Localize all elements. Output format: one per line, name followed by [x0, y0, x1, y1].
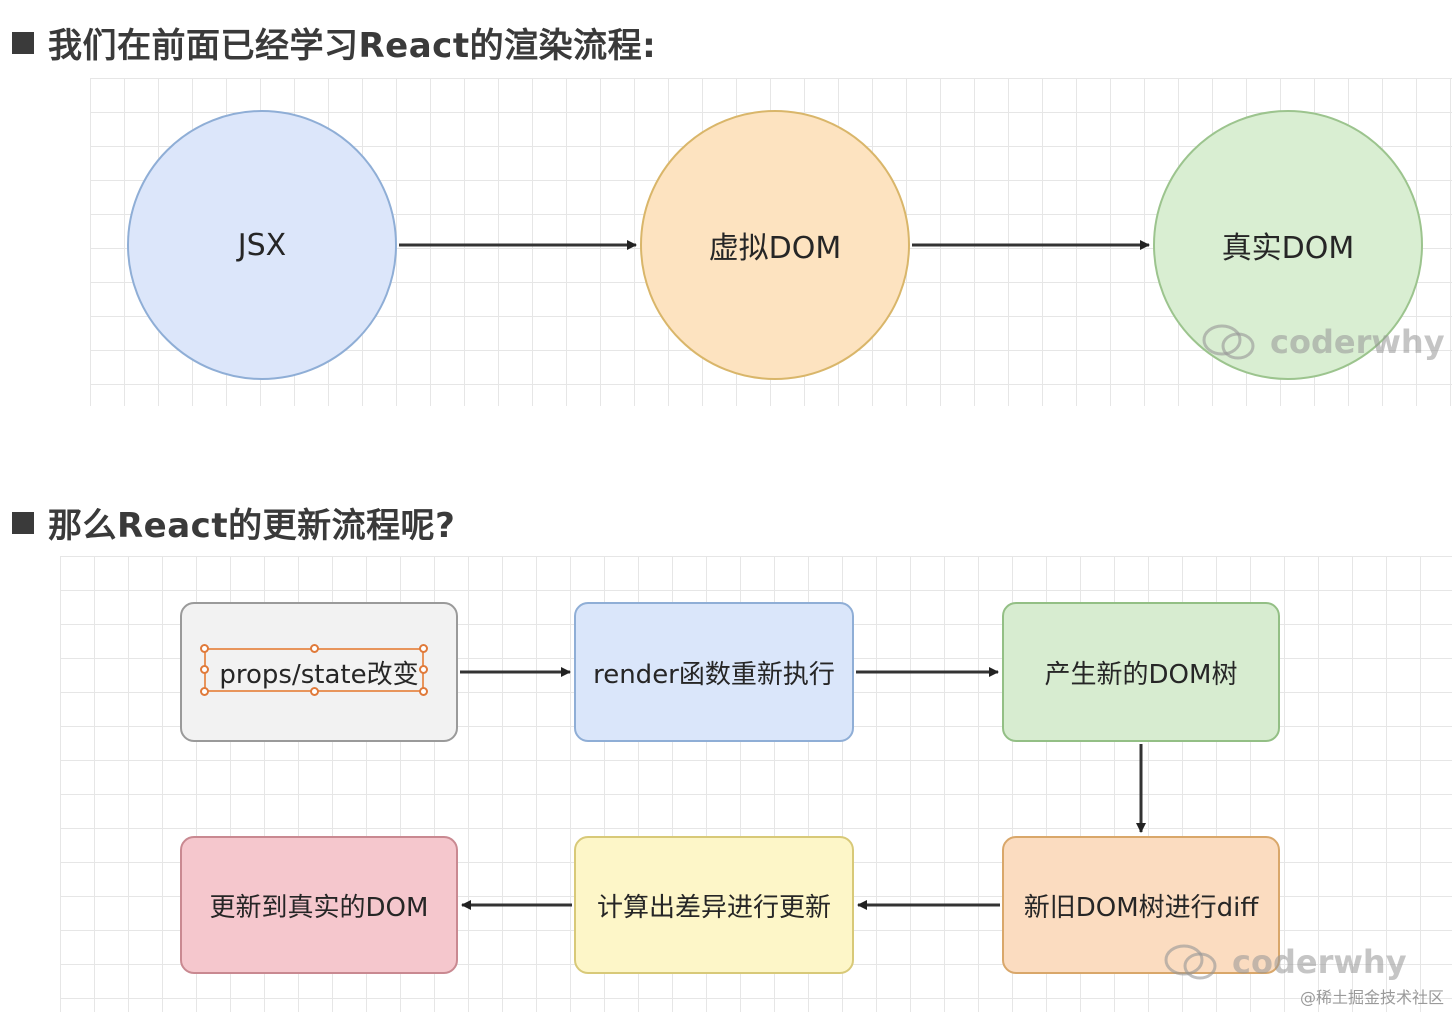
node-update-real-dom: 更新到真实的DOM — [180, 836, 458, 974]
selection-handle-bl[interactable] — [200, 687, 209, 696]
square-bullet-icon — [12, 31, 34, 54]
selection-handle-tr[interactable] — [419, 644, 428, 653]
heading-text: 那么React的更新流程呢? — [48, 506, 456, 546]
node-label: 真实DOM — [1221, 231, 1355, 266]
watermark-label: coderwhy — [1270, 323, 1445, 361]
wechat-icon — [1202, 324, 1255, 360]
selection-handle-bm[interactable] — [310, 687, 319, 696]
selection-handle-mr[interactable] — [419, 665, 428, 674]
section-heading-update: 那么React的更新流程呢? — [12, 498, 455, 547]
node-real-dom: 真实DOM — [1153, 110, 1423, 380]
node-jsx: JSX — [127, 110, 397, 380]
selection-handle-tl[interactable] — [200, 644, 209, 653]
node-label: 虚拟DOM — [708, 231, 842, 266]
node-virtual-dom: 虚拟DOM — [640, 110, 910, 380]
heading-text: 我们在前面已经学习React的渲染流程: — [48, 26, 657, 66]
node-label: JSX — [237, 227, 287, 263]
selection-handle-tm[interactable] — [310, 644, 319, 653]
watermark-top: coderwhy — [1200, 322, 1445, 362]
section-heading-render: 我们在前面已经学习React的渲染流程: — [12, 18, 656, 67]
node-label: 产生新的DOM树 — [1044, 659, 1238, 690]
watermark-bottom: coderwhy — [1162, 942, 1407, 982]
node-render-rerun: render函数重新执行 — [574, 602, 854, 742]
square-bullet-icon — [12, 511, 34, 534]
selection-handle-br[interactable] — [419, 687, 428, 696]
node-new-dom-tree: 产生新的DOM树 — [1002, 602, 1280, 742]
node-label: 更新到真实的DOM — [209, 892, 429, 923]
footer-credit: @稀土掘金技术社区 — [1299, 988, 1444, 1007]
wechat-icon — [1164, 944, 1217, 980]
selection-handle-ml[interactable] — [200, 665, 209, 674]
node-label: props/state改变 — [219, 659, 419, 690]
node-label: render函数重新执行 — [593, 659, 835, 690]
node-props-state-change: props/state改变 — [180, 602, 458, 742]
node-label: 计算出差异进行更新 — [596, 892, 831, 923]
node-calc-diff-update: 计算出差异进行更新 — [574, 836, 854, 974]
node-label: 新旧DOM树进行diff — [1023, 892, 1259, 923]
node-diff: 新旧DOM树进行diff — [1002, 836, 1280, 974]
watermark-label: coderwhy — [1232, 943, 1407, 981]
